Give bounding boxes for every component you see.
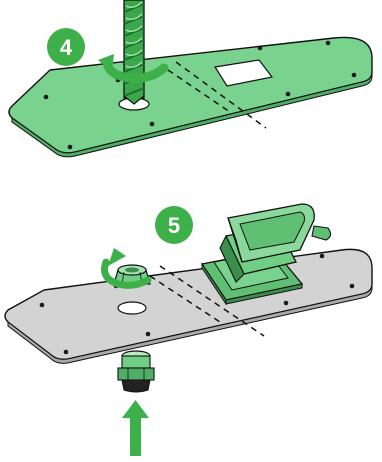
cable-gland-icon — [117, 350, 155, 393]
drill-bit-icon — [123, 0, 145, 105]
step-4-illustration: 4 — [8, 0, 373, 158]
step-5-badge: 5 — [155, 206, 193, 244]
rotate-arrow-icon — [98, 54, 169, 83]
step-4-number: 4 — [60, 35, 73, 60]
step-5-illustration: 5 — [4, 203, 373, 456]
square-cutout — [214, 59, 274, 87]
plate-edge-grey — [7, 283, 373, 364]
hinged-socket-icon — [200, 203, 332, 306]
nut-icon — [113, 264, 151, 285]
rotate-arrow-icon — [101, 248, 152, 289]
push-arrow-icon — [122, 400, 149, 456]
step-5-number: 5 — [168, 213, 180, 238]
plate-edge — [11, 71, 373, 158]
step-4-badge: 4 — [47, 28, 85, 66]
